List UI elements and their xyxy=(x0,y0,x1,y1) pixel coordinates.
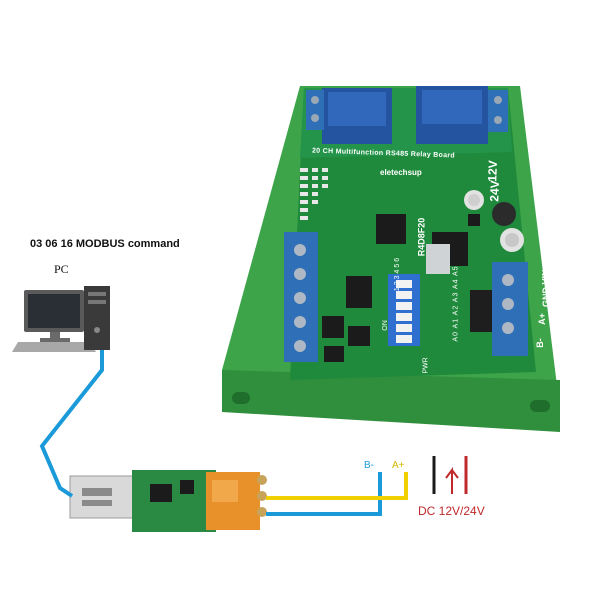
left-terminals xyxy=(284,232,318,362)
wire-b-minus-label: B- xyxy=(364,460,374,471)
ics xyxy=(322,214,480,362)
board-brand: eletechsup xyxy=(380,168,422,177)
voltage-12-label: 12V xyxy=(485,160,501,182)
voltage-24-label: 24V xyxy=(487,180,503,202)
pc-caption: PC xyxy=(54,262,69,276)
wires xyxy=(39,350,468,516)
dip-switch xyxy=(388,274,420,346)
wire-a-plus-label: A+ xyxy=(392,460,405,471)
address-pins-label: A0 A1 A2 A3 A4 A5 xyxy=(452,265,460,342)
right-terminals xyxy=(470,262,528,356)
dip-numbers-label: 123456 xyxy=(394,255,402,292)
capacitors xyxy=(464,190,524,252)
relays xyxy=(322,86,488,144)
dip-on-label: ON xyxy=(381,320,389,331)
power-led-label: PWR xyxy=(422,357,430,374)
terminal-aplus-label: A+ xyxy=(536,313,547,325)
terminal-gnd-label: GND xyxy=(541,287,551,307)
terminal-vin-label: VIN xyxy=(540,269,551,285)
pc-illustration xyxy=(12,286,110,352)
power-supply-label: DC 12V/24V xyxy=(418,504,485,518)
led-column xyxy=(300,168,328,220)
terminal-bminus-label: B- xyxy=(534,338,545,348)
usb-adapter xyxy=(69,470,267,532)
modbus-command-caption: 03 06 16 MODBUS command xyxy=(30,238,180,250)
chip-label: R4D8F20 xyxy=(416,217,427,257)
top-terminals xyxy=(306,90,508,132)
